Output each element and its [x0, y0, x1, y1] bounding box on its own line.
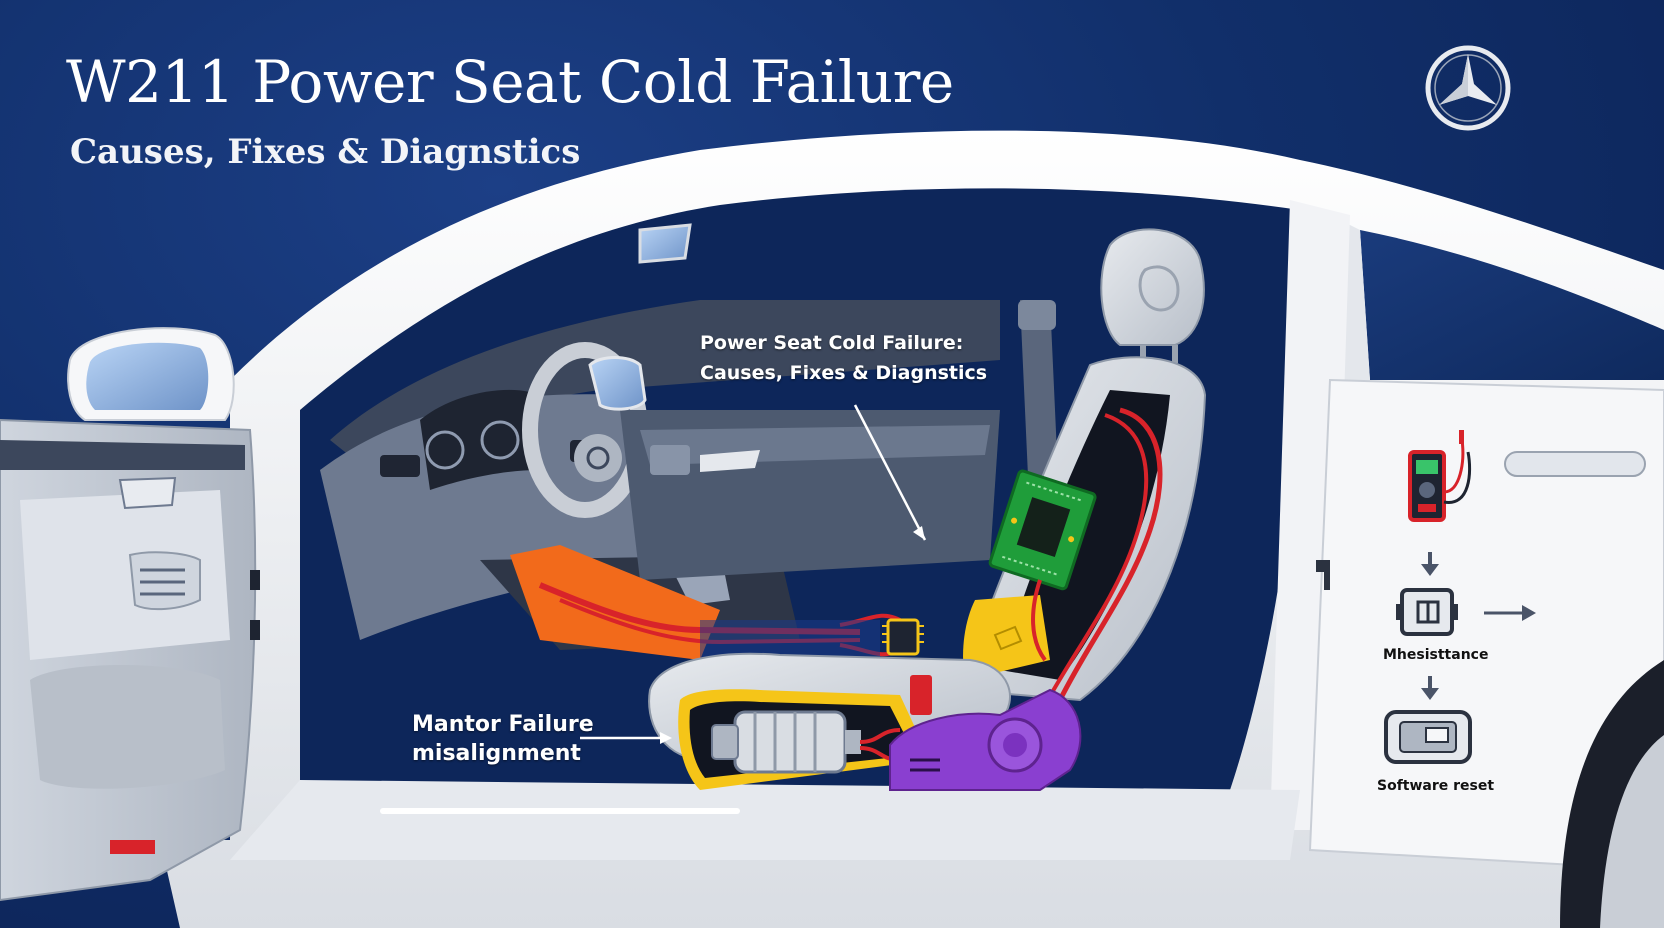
floor-wiring-harness [510, 545, 924, 660]
resistance-label: Mhesisttance [1383, 647, 1489, 663]
seat-motor [711, 710, 901, 774]
diagnostic-flow [1384, 430, 1536, 764]
power-seat [648, 228, 1207, 791]
seat-callout: Power Seat Cold Failure: Causes, Fixes &… [700, 328, 987, 388]
far-door-panel [620, 410, 1000, 580]
seat-pcb-module [988, 469, 1097, 591]
motor-callout: Mantor Failure misalignment [412, 710, 594, 768]
seat-callout-arrow [853, 404, 927, 541]
multimeter-icon [1408, 430, 1472, 522]
ecu-box-icon [1384, 710, 1472, 764]
control-module-icon [1396, 588, 1458, 636]
mercedes-star-logo [1425, 45, 1511, 131]
front-door [0, 418, 260, 902]
software-reset-label: Software reset [1377, 778, 1495, 794]
motor-callout-line2: misalignment [412, 741, 581, 766]
seat-controller-chip [882, 618, 924, 656]
rear-door-handle [1504, 451, 1646, 477]
motor-callout-line1: Mantor Failure [412, 712, 594, 737]
seat-callout-line1: Power Seat Cold Failure: [700, 332, 964, 354]
page-title: W211 Power Seat Cold Failure [66, 48, 954, 116]
side-mirror [67, 327, 647, 421]
seat-callout-line2: Causes, Fixes & Diagnstics [700, 362, 988, 384]
page-subtitle: Causes, Fixes & Diagnstics [70, 132, 581, 172]
